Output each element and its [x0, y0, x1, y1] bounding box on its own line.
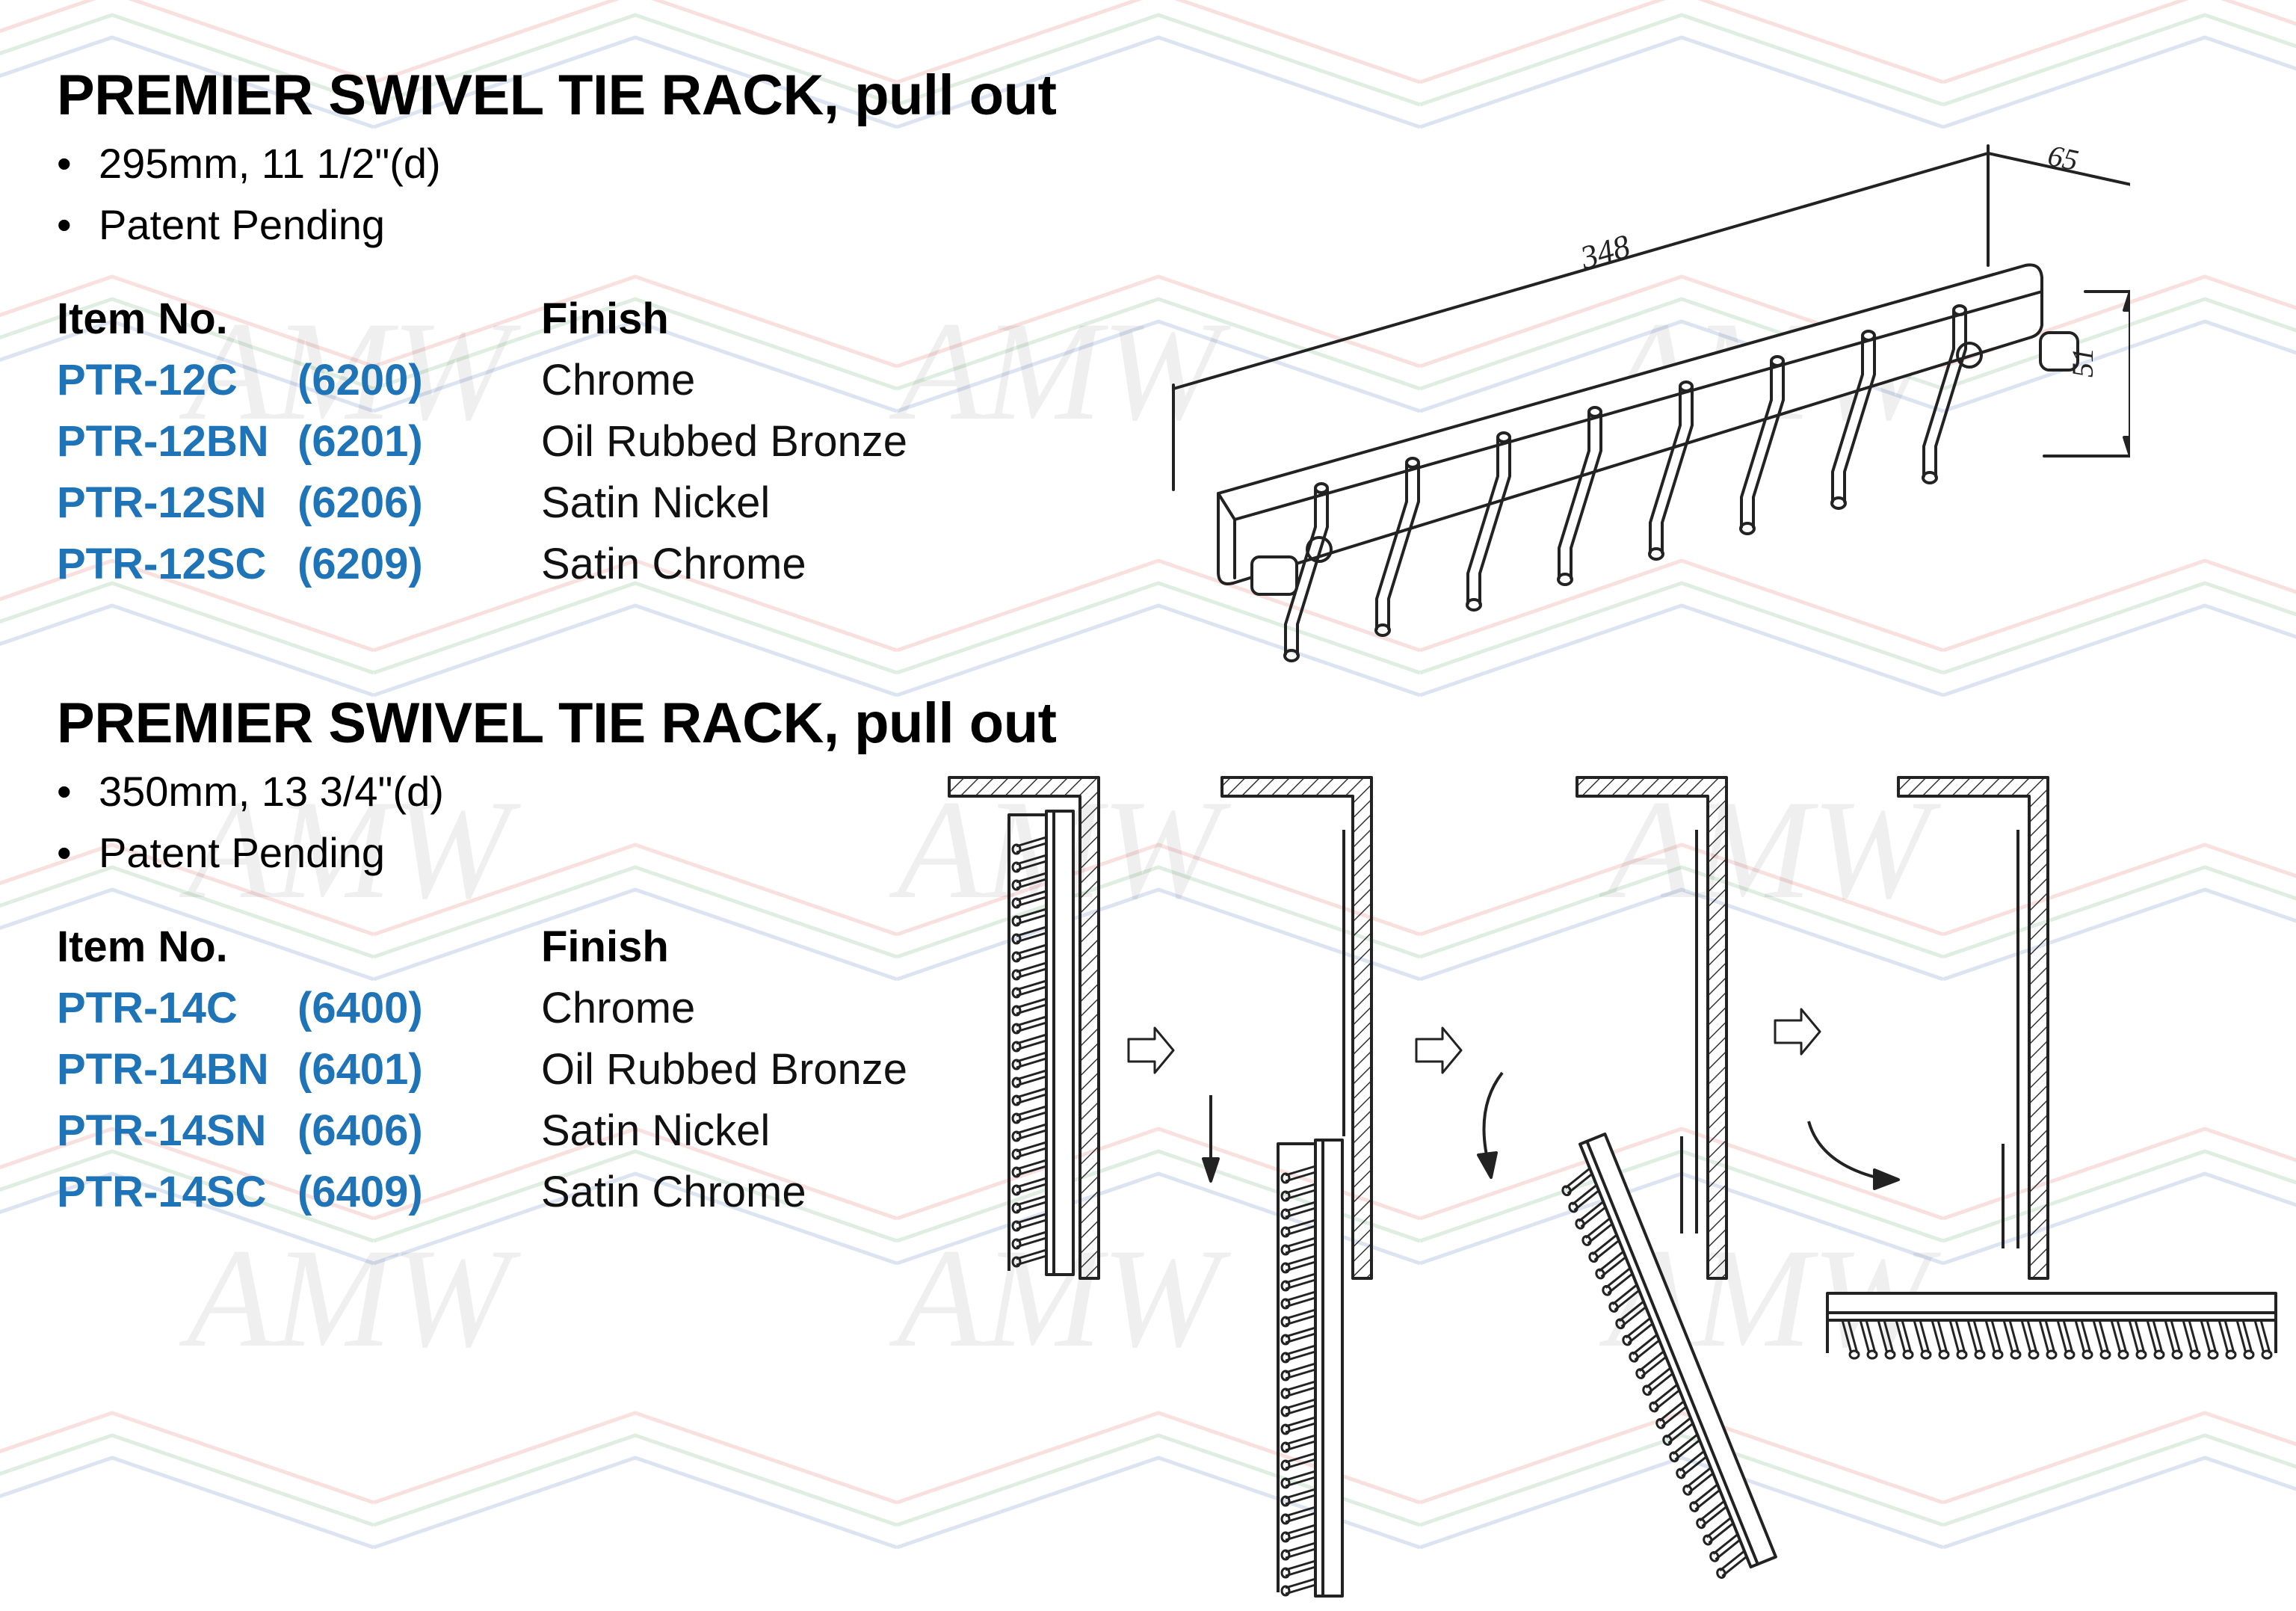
item-code: (6201)	[297, 417, 423, 466]
item-number: PTR-14SC	[57, 1168, 267, 1216]
item-finish: Satin Nickel	[541, 1106, 771, 1155]
item-number: PTR-12C	[57, 356, 238, 404]
table-row: PTR-14SN (6406) Satin Nickel	[57, 1100, 1056, 1162]
watermark-text: AMW	[179, 771, 521, 928]
spec-patent: •Patent Pending	[57, 822, 1056, 884]
item-code: (6209)	[297, 540, 423, 588]
table-row: PTR-14SC (6409) Satin Chrome	[57, 1162, 1056, 1223]
item-code: (6406)	[297, 1106, 423, 1155]
spec-patent: •Patent Pending	[57, 194, 1056, 256]
section-title: PREMIER SWIVEL TIE RACK, pull out	[57, 691, 1057, 755]
tie-rack-dimension-drawing: 348 65 51	[1172, 138, 2130, 662]
item-number: PTR-14BN	[57, 1045, 269, 1094]
cabinet-step-2	[1220, 776, 1373, 1598]
table-row: PTR-14C (6400) Chrome	[57, 978, 1056, 1039]
header-finish: Finish	[541, 922, 669, 971]
cabinet-step-1	[948, 776, 1100, 1280]
section-title: PREMIER SWIVEL TIE RACK, pull out	[57, 64, 1057, 127]
dimension-length: 348	[1576, 227, 1634, 277]
item-code: (6206)	[297, 478, 423, 527]
finish-table: Item No. Finish PTR-14C (6400) Chrome PT…	[57, 917, 1056, 1223]
watermark-text: AMW	[179, 293, 521, 450]
spec-list: •295mm, 11 1/2"(d) •Patent Pending	[57, 133, 1056, 256]
item-finish: Satin Chrome	[541, 1168, 806, 1216]
header-finish: Finish	[541, 295, 669, 343]
table-row: PTR-12SN (6206) Satin Nickel	[57, 472, 1056, 534]
finish-table: Item No. Finish PTR-12C (6200) Chrome PT…	[57, 289, 1056, 595]
table-header: Item No. Finish	[57, 917, 1056, 978]
item-finish: Chrome	[541, 356, 696, 404]
item-number: PTR-14SN	[57, 1106, 267, 1155]
product-section-295mm: PREMIER SWIVEL TIE RACK, pull out •295mm…	[57, 60, 1057, 595]
item-finish: Chrome	[541, 984, 696, 1032]
header-item-no: Item No.	[57, 295, 228, 343]
item-finish: Oil Rubbed Bronze	[541, 1045, 908, 1094]
item-code: (6200)	[297, 356, 423, 404]
item-code: (6400)	[297, 984, 423, 1032]
header-item-no: Item No.	[57, 922, 228, 971]
item-finish: Satin Nickel	[541, 478, 771, 527]
item-number: PTR-12SC	[57, 540, 267, 588]
bullet-glyph: •	[57, 768, 72, 815]
spec-size: •350mm, 13 3/4"(d)	[57, 761, 1056, 822]
item-number: PTR-12SN	[57, 478, 267, 527]
item-finish: Oil Rubbed Bronze	[541, 417, 908, 466]
item-code: (6409)	[297, 1168, 423, 1216]
item-finish: Satin Chrome	[541, 540, 806, 588]
cabinet-step-3	[1561, 776, 1777, 1579]
spec-list: •350mm, 13 3/4"(d) •Patent Pending	[57, 761, 1056, 884]
item-number: PTR-12BN	[57, 417, 269, 466]
cabinet-step-4	[1826, 776, 2277, 1360]
item-code: (6401)	[297, 1045, 423, 1094]
product-section-350mm: PREMIER SWIVEL TIE RACK, pull out •350mm…	[57, 688, 1057, 1223]
pull-out-swivel-sequence-diagram	[948, 776, 2277, 1598]
table-row: PTR-12C (6200) Chrome	[57, 350, 1056, 411]
dimension-height: 51	[2066, 348, 2099, 378]
table-header: Item No. Finish	[57, 289, 1056, 350]
watermark-text: AMW	[179, 1220, 521, 1377]
table-row: PTR-12SC (6209) Satin Chrome	[57, 534, 1056, 595]
bullet-glyph: •	[57, 201, 72, 248]
spec-size: •295mm, 11 1/2"(d)	[57, 133, 1056, 194]
table-row: PTR-12BN (6201) Oil Rubbed Bronze	[57, 411, 1056, 472]
bullet-glyph: •	[57, 829, 72, 876]
table-row: PTR-14BN (6401) Oil Rubbed Bronze	[57, 1039, 1056, 1100]
item-number: PTR-14C	[57, 984, 238, 1032]
dimension-depth: 65	[2045, 138, 2081, 177]
bullet-glyph: •	[57, 140, 72, 187]
